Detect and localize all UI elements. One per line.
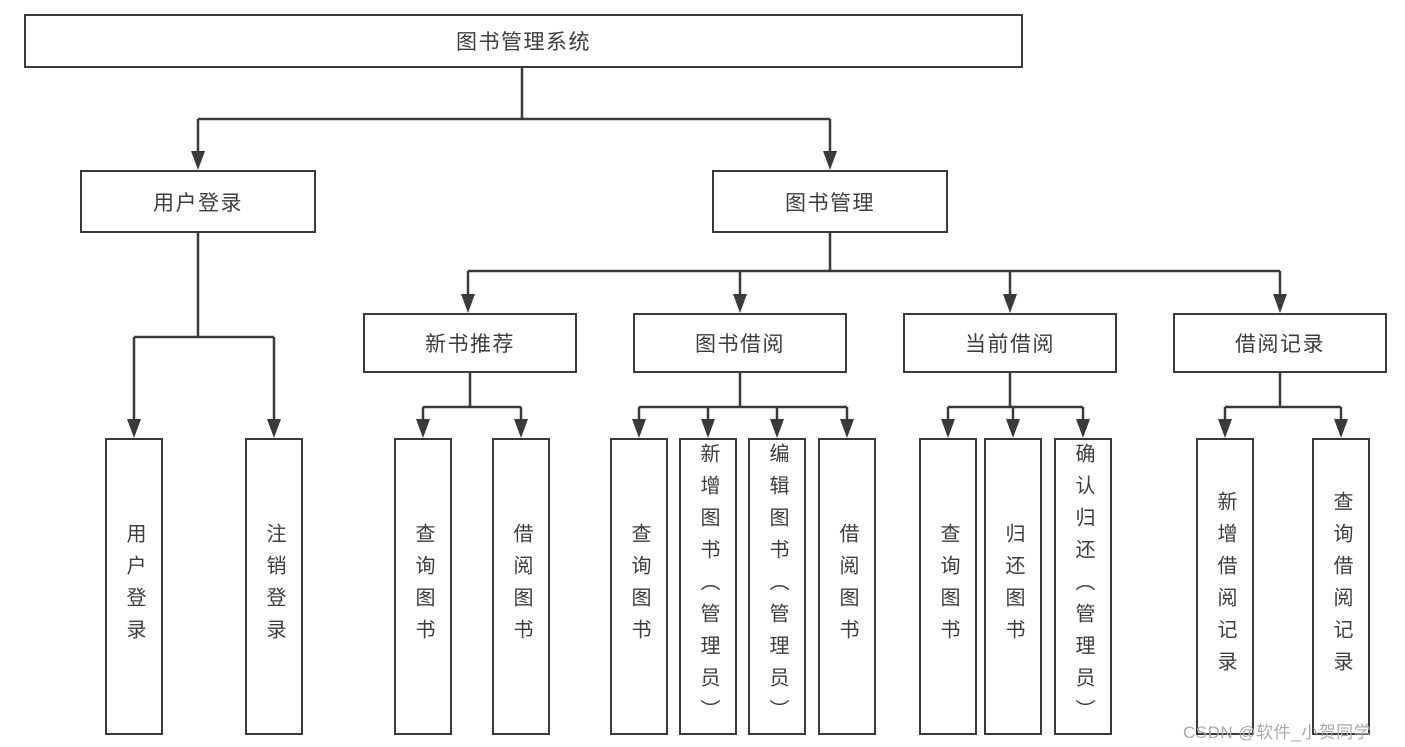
leaf-query-books-recommend: 查询图书: [394, 438, 452, 735]
node-label: 确认归还（管理员）: [1072, 442, 1094, 731]
leaf-add-books-admin: 新增图书（管理员）: [679, 438, 737, 735]
node-label: 查询图书: [628, 522, 650, 651]
leaf-borrow-books-recommend: 借阅图书: [492, 438, 550, 735]
node-user-login: 用户登录: [80, 170, 316, 233]
node-borrowing-records: 借阅记录: [1173, 313, 1387, 373]
leaf-query-borrow-record: 查询借阅记录: [1312, 438, 1370, 735]
csdn-watermark: CSDN @软件_小贺同学: [1183, 723, 1372, 742]
node-label: 借阅图书: [836, 522, 858, 651]
node-label: 图书管理系统: [456, 31, 591, 54]
node-label: 查询图书: [937, 522, 959, 651]
node-label: 查询图书: [412, 522, 434, 651]
node-book-management: 图书管理: [712, 170, 948, 233]
node-label: 查询借阅记录: [1330, 490, 1352, 683]
node-root: 图书管理系统: [24, 14, 1023, 68]
node-label: 新书推荐: [425, 333, 515, 356]
node-new-book-recommendation: 新书推荐: [363, 313, 577, 373]
node-label: 归还图书: [1002, 522, 1024, 651]
node-label: 图书管理: [785, 191, 875, 215]
node-label: 注销登录: [263, 522, 285, 651]
node-label: 用户登录: [153, 191, 243, 215]
leaf-query-books-borrowing: 查询图书: [610, 438, 668, 735]
leaf-return-books: 归还图书: [984, 438, 1042, 735]
node-label: 当前借阅: [965, 333, 1055, 356]
node-label: 借阅记录: [1235, 333, 1325, 356]
node-label: 新增借阅记录: [1214, 490, 1236, 683]
node-label: 借阅图书: [510, 522, 532, 651]
leaf-user-login: 用户登录: [105, 438, 163, 735]
node-label: 图书借阅: [695, 333, 785, 356]
leaf-query-books-current: 查询图书: [919, 438, 977, 735]
node-label: 编辑图书（管理员）: [766, 442, 788, 731]
node-current-borrowing: 当前借阅: [903, 313, 1117, 373]
node-book-borrowing: 图书借阅: [633, 313, 847, 373]
leaf-add-borrow-record: 新增借阅记录: [1196, 438, 1254, 735]
leaf-logout-login: 注销登录: [245, 438, 303, 735]
node-label: 新增图书（管理员）: [697, 442, 719, 731]
leaf-borrow-books: 借阅图书: [818, 438, 876, 735]
arrowheads: [127, 151, 1348, 438]
leaf-edit-books-admin: 编辑图书（管理员）: [748, 438, 806, 735]
node-label: 用户登录: [123, 522, 145, 651]
leaf-confirm-return-admin: 确认归还（管理员）: [1054, 438, 1112, 735]
